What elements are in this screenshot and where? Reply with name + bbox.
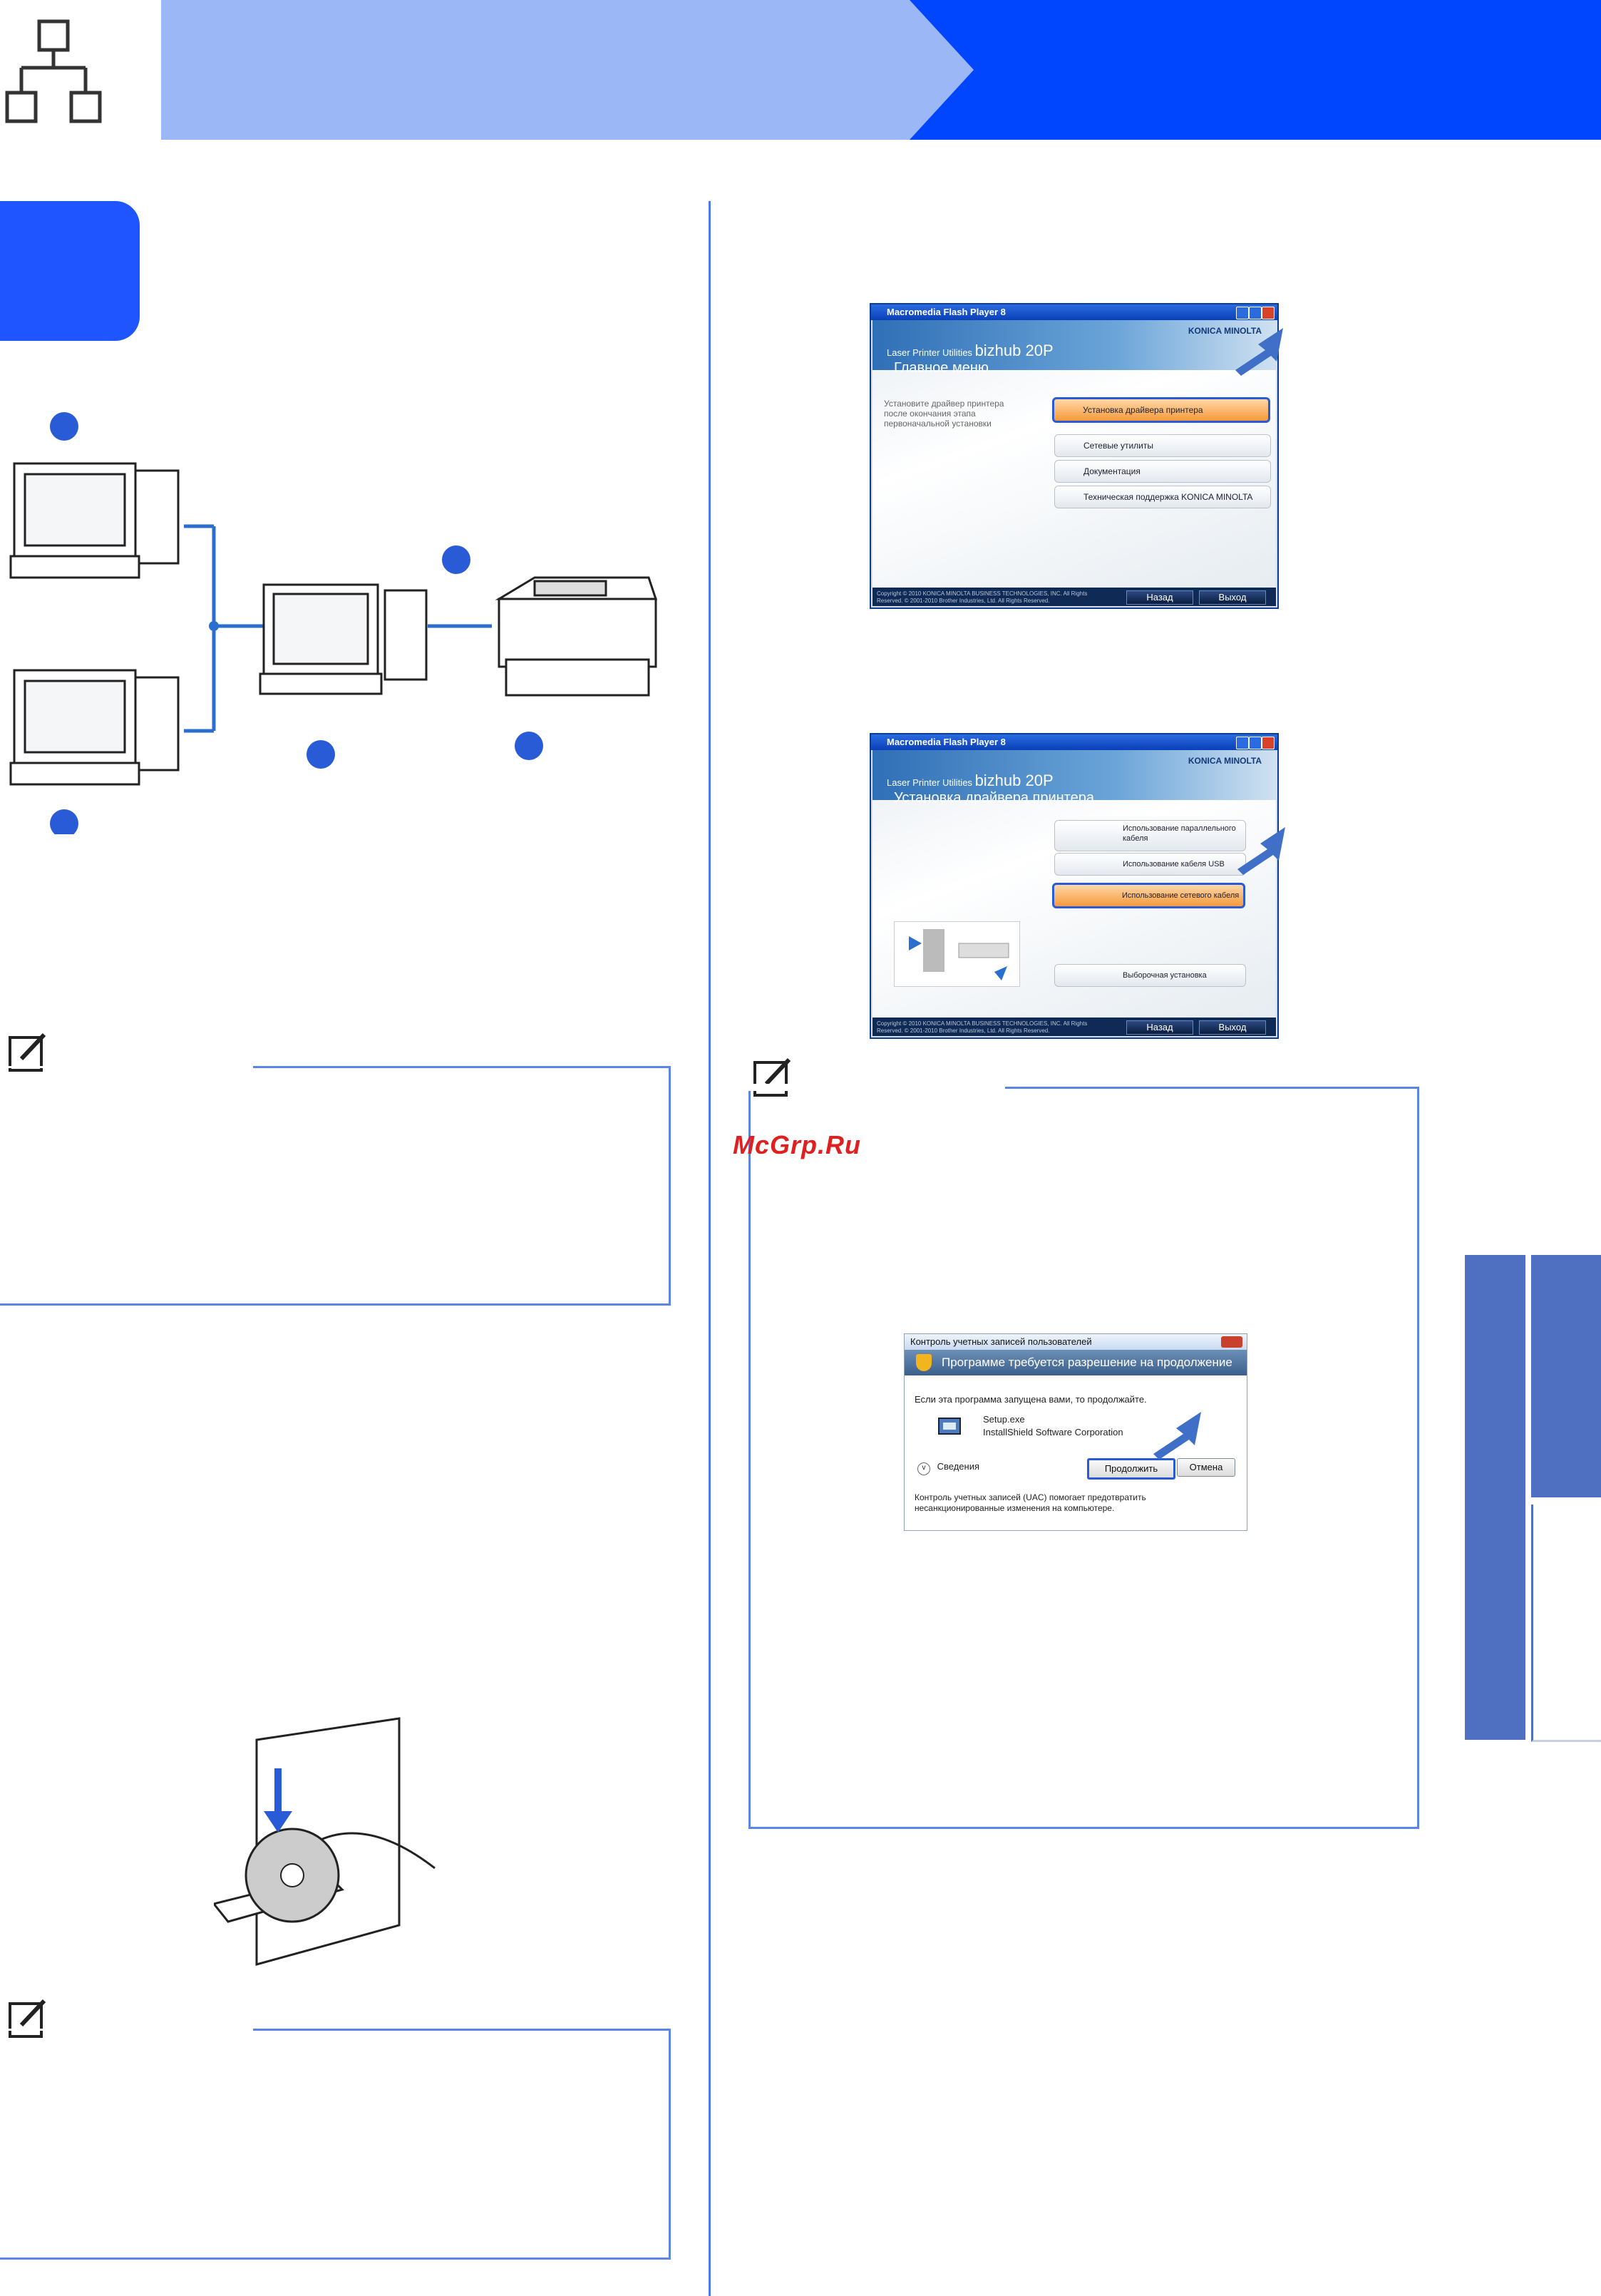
menu-parallel-cable[interactable]: Использование параллельного кабеля xyxy=(1054,820,1246,851)
app-body: KONICA MINOLTA Laser Printer Utilities b… xyxy=(872,750,1276,1018)
uac-banner: Программе требуется разрешение на продол… xyxy=(905,1350,1247,1375)
menu-install-driver[interactable]: Установка драйвера принтера xyxy=(1052,397,1270,423)
copyright: Copyright © 2010 KONICA MINOLTA BUSINESS… xyxy=(877,1020,1088,1034)
watermark: McGrp.Ru xyxy=(733,1130,862,1159)
close-button[interactable] xyxy=(1262,307,1275,319)
menu-custom-install[interactable]: Выборочная установка xyxy=(1054,964,1246,987)
side-tab-dark xyxy=(1465,1255,1525,1740)
maximize-button[interactable] xyxy=(1249,307,1262,319)
copyright: Copyright © 2010 KONICA MINOLTA BUSINESS… xyxy=(877,590,1088,604)
window-title: Macromedia Flash Player 8 xyxy=(871,304,1277,320)
note-box-bracket xyxy=(0,2029,253,2031)
menu-network-cable[interactable]: Использование сетевого кабеля xyxy=(1052,883,1245,908)
app-banner xyxy=(872,750,1276,800)
product-line: Laser Printer Utilities xyxy=(887,347,972,358)
cable-illustration xyxy=(894,921,1020,987)
uac-footer: Контроль учетных записей (UAC) помогает … xyxy=(915,1492,1146,1513)
exit-button[interactable]: Выход xyxy=(1199,1020,1266,1035)
shield-icon xyxy=(916,1354,932,1371)
minimize-button[interactable] xyxy=(1236,737,1249,749)
close-button[interactable] xyxy=(1262,737,1275,749)
uac-prompt: Если эта программа запущена вами, то про… xyxy=(915,1394,1147,1405)
note-box xyxy=(748,1087,1419,1829)
product-name: bizhub 20P xyxy=(974,342,1054,359)
computer-2 xyxy=(9,669,180,786)
installer-main-menu-screenshot: Macromedia Flash Player 8 KONICA MINOLTA… xyxy=(870,303,1279,609)
app-banner xyxy=(872,320,1276,370)
column-divider xyxy=(709,201,711,2296)
chevron-down-icon: v xyxy=(917,1462,930,1475)
menu-documentation[interactable]: Документация xyxy=(1054,460,1271,483)
back-button[interactable]: Назад xyxy=(1126,590,1193,605)
app-footer: Copyright © 2010 KONICA MINOLTA BUSINESS… xyxy=(872,1018,1276,1036)
pointer-arrow xyxy=(1232,824,1289,881)
exit-button[interactable]: Выход xyxy=(1199,590,1266,605)
computer-1 xyxy=(9,462,180,579)
product-name: bizhub 20P xyxy=(974,772,1054,789)
note-box-bracket xyxy=(748,1084,1005,1091)
product-line: Laser Printer Utilities xyxy=(887,777,972,788)
note-icon xyxy=(7,1997,50,2039)
side-tab-upper xyxy=(1531,1255,1601,1497)
description: Установите драйвер принтера после оконча… xyxy=(884,399,1004,429)
pointer-arrow xyxy=(1230,324,1287,381)
note-icon xyxy=(7,1030,50,1073)
maximize-button[interactable] xyxy=(1249,737,1262,749)
continue-button[interactable]: Продолжить xyxy=(1087,1458,1175,1480)
computer-3 xyxy=(259,583,428,695)
menu-network-utilities[interactable]: Сетевые утилиты xyxy=(1054,434,1271,457)
network-diagram xyxy=(7,406,677,838)
cancel-button[interactable]: Отмена xyxy=(1177,1458,1235,1477)
network-icon xyxy=(0,0,161,140)
app-footer: Copyright © 2010 KONICA MINOLTA BUSINESS… xyxy=(872,588,1276,606)
step-badge xyxy=(0,201,140,341)
setup-icon xyxy=(937,1414,962,1438)
note-box xyxy=(0,1066,671,1306)
side-tab-lower xyxy=(1531,1505,1601,1742)
window-title: Macromedia Flash Player 8 xyxy=(871,734,1277,750)
back-button[interactable]: Назад xyxy=(1126,1020,1193,1035)
installer-driver-menu-screenshot: Macromedia Flash Player 8 KONICA MINOLTA… xyxy=(870,733,1279,1039)
brand-label: KONICA MINOLTA xyxy=(1188,326,1262,336)
note-box-bracket xyxy=(0,1066,253,1068)
uac-title: Контроль учетных записей пользователей xyxy=(905,1334,1247,1350)
page-title: Главное меню xyxy=(894,360,989,376)
menu-usb-cable[interactable]: Использование кабеля USB xyxy=(1054,853,1246,876)
note-box xyxy=(0,2029,671,2260)
details-toggle[interactable]: v Сведения xyxy=(917,1461,979,1475)
app-body: KONICA MINOLTA Laser Printer Utilities b… xyxy=(872,320,1276,588)
program-name: Setup.exe xyxy=(983,1414,1025,1425)
minimize-button[interactable] xyxy=(1236,307,1249,319)
printer xyxy=(495,576,658,697)
publisher-name: InstallShield Software Corporation xyxy=(983,1427,1123,1437)
brand-label: KONICA MINOLTA xyxy=(1188,756,1262,766)
header-band xyxy=(161,0,1601,140)
menu-tech-support[interactable]: Техническая поддержка KONICA MINOLTA xyxy=(1054,486,1271,508)
cd-insert-illustration xyxy=(212,1711,442,1968)
pointer-arrow xyxy=(1148,1408,1205,1465)
page-title: Установка драйвера принтера xyxy=(894,790,1094,806)
close-button[interactable] xyxy=(1221,1336,1242,1348)
